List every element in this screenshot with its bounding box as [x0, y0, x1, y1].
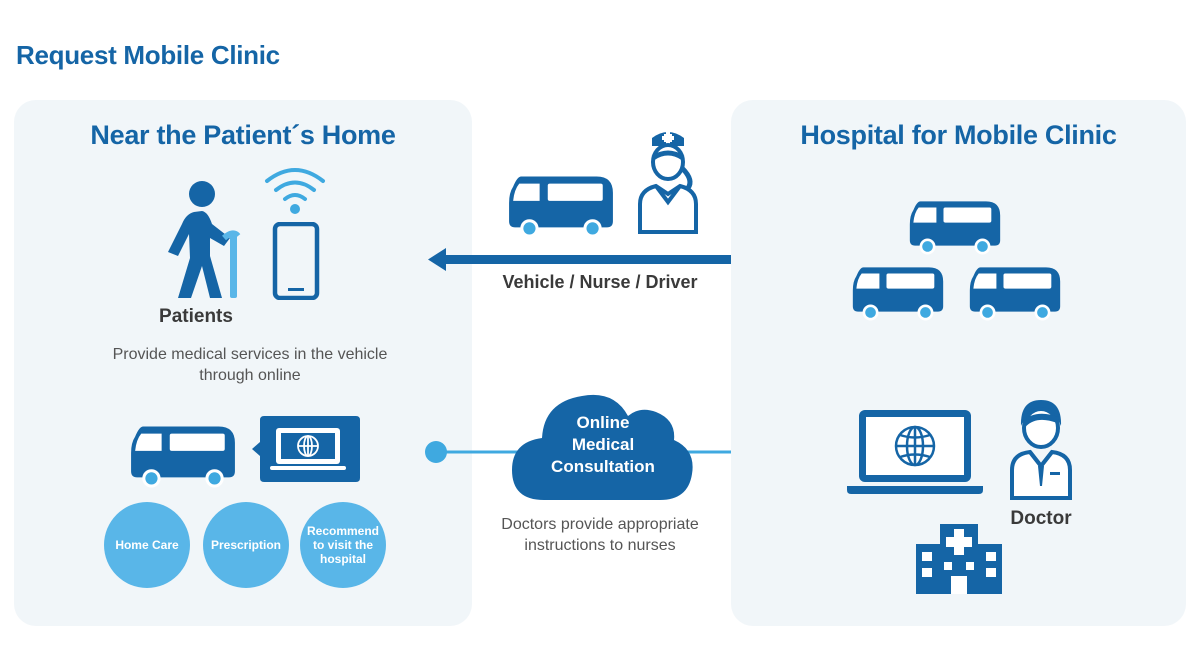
- arrow-left-icon: [428, 248, 766, 271]
- laptop-globe-icon: [845, 408, 985, 496]
- smartphone-icon: [272, 222, 320, 300]
- van-fleet-van-3-icon: [969, 267, 1061, 321]
- instructions-line-1: Doctors provide appropriate: [501, 516, 699, 533]
- patient-home-heading: Near the Patient´s Home: [90, 120, 396, 150]
- instructions-text: Doctors provide appropriate instructions…: [450, 514, 750, 556]
- instructions-line-2: instructions to nurses: [524, 537, 676, 554]
- doctor-label: Doctor: [1010, 508, 1072, 529]
- service-description-line-1: Provide medical services in the vehicle: [112, 346, 388, 363]
- dispatch-van-icon: [509, 176, 613, 238]
- service-description: Provide medical services in the vehicle …: [60, 344, 440, 386]
- consultation-line-3: Consultation: [551, 457, 655, 476]
- dispatch-label: Vehicle / Nurse / Driver: [502, 272, 698, 292]
- consultation-line-2: Medical: [571, 435, 635, 454]
- page-title: Request Mobile Clinic: [16, 40, 280, 70]
- wifi-icon: [265, 168, 325, 214]
- prescription-circle: Prescription: [203, 502, 289, 588]
- van-fleet-van-1-icon: [909, 201, 1001, 255]
- hospital-heading: Hospital for Mobile Clinic: [800, 120, 1117, 150]
- patient-with-cane-icon: [168, 181, 241, 298]
- recommend-visit-circle: Recommend to visit the hospital: [300, 502, 386, 588]
- cloud-icon: [512, 394, 693, 500]
- mobile-clinic-van-icon: [131, 426, 235, 488]
- online-consultation-label: Online Medical Consultation: [520, 412, 686, 478]
- nurse-icon: [638, 132, 698, 234]
- service-description-line-2: through online: [199, 367, 301, 384]
- laptop-speech-bubble-icon: [252, 416, 360, 482]
- hospital-building-icon: [916, 524, 1002, 594]
- van-fleet-van-2-icon: [852, 267, 944, 321]
- patients-label: Patients: [159, 306, 233, 327]
- doctor-icon: [1010, 400, 1072, 500]
- consultation-line-1: Online: [576, 413, 630, 432]
- home-care-circle: Home Care: [104, 502, 190, 588]
